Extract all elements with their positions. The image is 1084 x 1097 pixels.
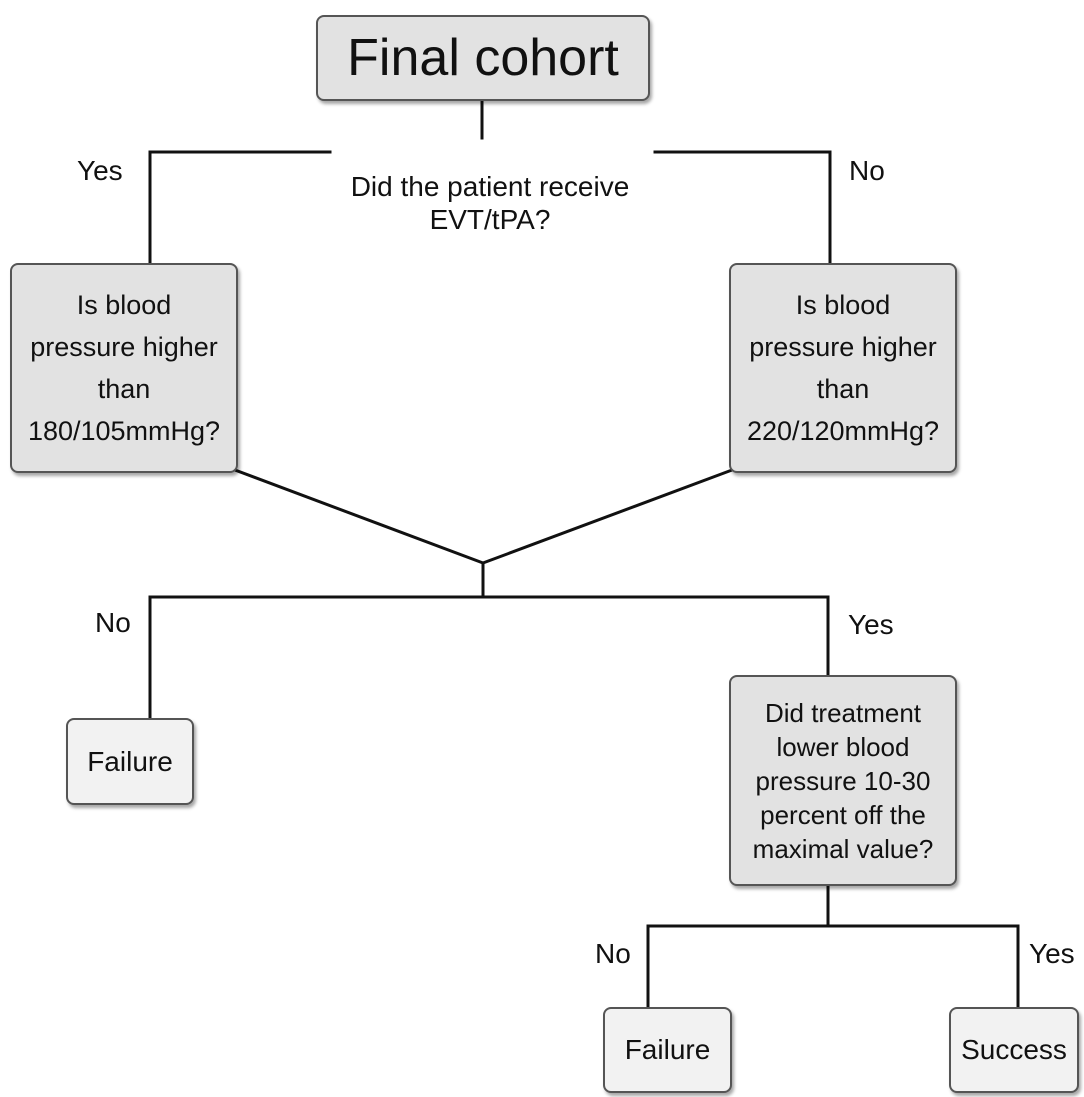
connector-question-to-right <box>653 150 832 265</box>
node-outcome-success: Success <box>949 1007 1079 1093</box>
edge-label-received-no: No <box>849 155 885 186</box>
node-final-cohort: Final cohort <box>316 15 650 101</box>
node-final-cohort-label: Final cohort <box>347 29 619 87</box>
node-outcome-failure-1-label: Failure <box>87 745 173 777</box>
connector-lowered-yes-branch <box>826 924 1020 1009</box>
connector-left-box-to-merge <box>233 468 485 565</box>
connector-right-box-to-merge <box>481 468 734 565</box>
node-treatment-received-label: Did the patient receive EVT/tPA? <box>350 171 630 235</box>
node-outcome-failure-2-label: Failure <box>624 1034 711 1065</box>
node-treatment-received-question: Did the patient receive EVT/tPA? <box>320 137 660 236</box>
connector-question-to-left <box>148 150 332 265</box>
node-outcome-success-label: Success <box>961 1034 1067 1065</box>
edge-label-bp-no: No <box>95 607 131 638</box>
node-outcome-failure-2: Failure <box>603 1007 732 1093</box>
node-treatment-effect-label: Did treatment lower blood pressure 10-30… <box>752 697 934 864</box>
connector-bp-yes-branch <box>481 595 830 677</box>
edge-label-lowered-no: No <box>595 938 631 969</box>
node-outcome-failure-1: Failure <box>66 718 194 805</box>
node-treatment-effect-question: Did treatment lower blood pressure 10-30… <box>729 675 957 886</box>
node-bp-threshold-untreated: Is blood pressure higher than 220/120mmH… <box>729 263 957 473</box>
node-bp-threshold-untreated-label: Is blood pressure higher than 220/120mmH… <box>746 290 940 446</box>
connector-lowered-no-branch <box>646 924 830 1009</box>
connector-bp-no-branch <box>148 595 485 720</box>
node-bp-threshold-treated-label: Is blood pressure higher than 180/105mmH… <box>27 290 221 446</box>
edge-label-bp-yes: Yes <box>848 609 894 640</box>
node-bp-threshold-treated: Is blood pressure higher than 180/105mmH… <box>10 263 238 473</box>
edge-label-received-yes: Yes <box>77 155 123 186</box>
edge-label-lowered-yes: Yes <box>1029 938 1075 969</box>
